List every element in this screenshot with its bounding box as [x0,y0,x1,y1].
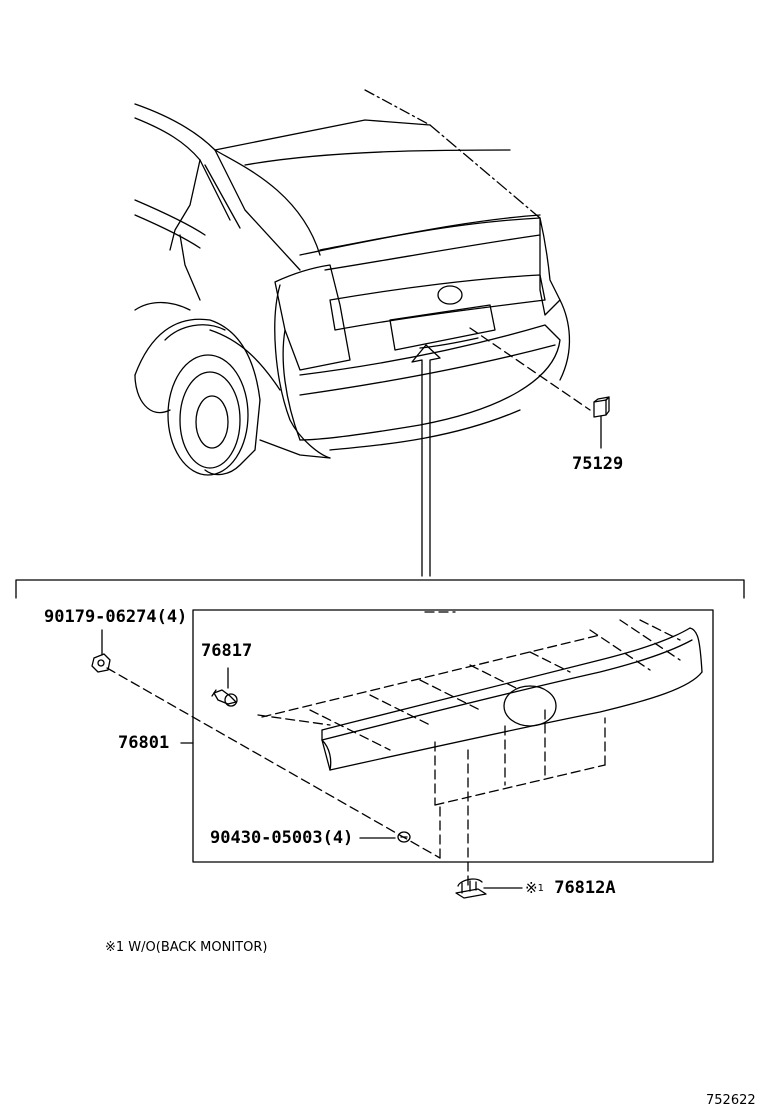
callout-arrow [411,344,441,577]
part-label-76812a: 76812A [554,878,616,898]
assembly-bracket [15,579,745,599]
part-label-90430-05003: 90430-05003(4) [210,828,354,848]
footnote: ※1 W/O(BACK MONITOR) [105,940,268,955]
fastener-90430-washer [397,831,411,843]
part-75129-clip [593,396,610,449]
note-mark: ※ [525,879,538,897]
note-mark-number: 1 [537,883,544,894]
diagram-id: 752622 [706,1093,756,1108]
part-label-76812a-group: ※1 76812A [525,880,616,897]
part-label-75129: 75129 [572,454,624,474]
assembly-box [192,609,714,863]
fastener-90179-nut [91,653,111,673]
fastener-76817-clip [211,689,238,707]
leader-lines [101,629,523,889]
part-label-76817: 76817 [201,641,253,661]
part-label-90179-06274: 90179-06274(4) [44,607,188,627]
fastener-76812a-clip [455,878,487,899]
part-label-76801: 76801 [118,733,170,753]
part-76801-garnish [106,611,703,886]
car-rear-illustration [134,89,591,476]
